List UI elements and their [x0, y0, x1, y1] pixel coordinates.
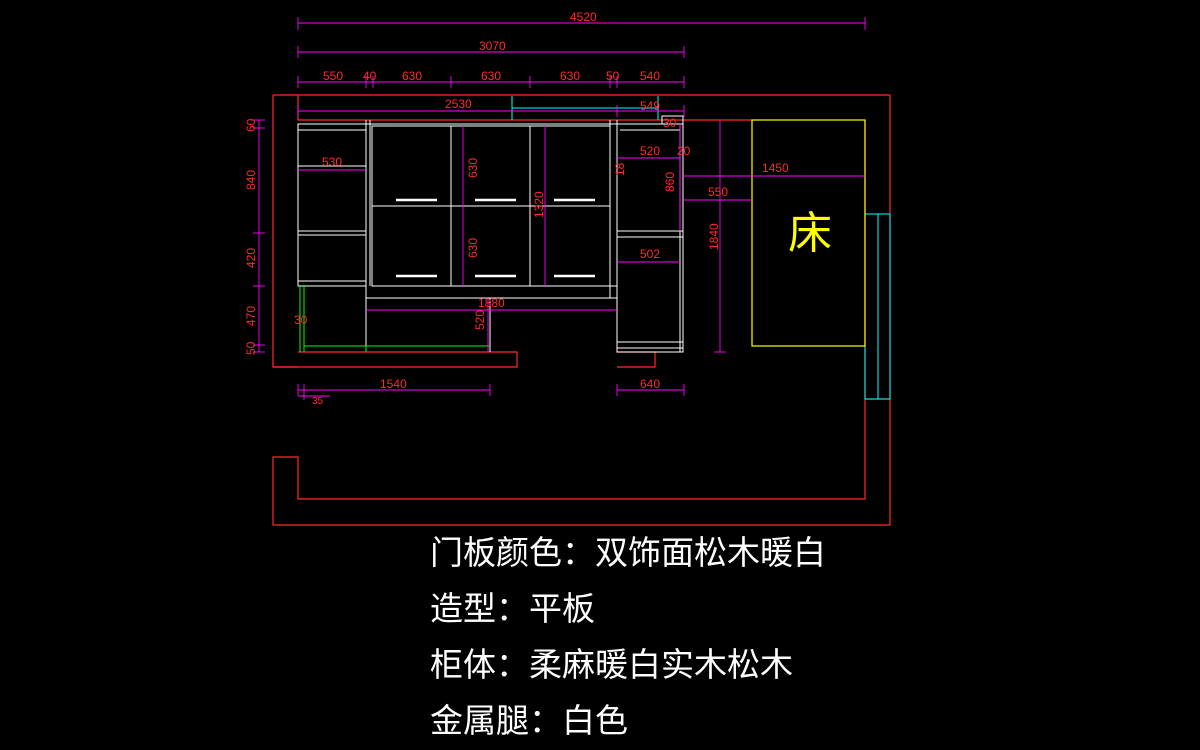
dim-label: 630 [402, 69, 422, 83]
dim-label: 630 [560, 69, 580, 83]
dim-label: 30 [294, 313, 308, 327]
dim-label: 1540 [380, 377, 407, 391]
note-legs: 金属腿：白色 [430, 701, 628, 740]
right-cabinet [616, 123, 684, 353]
wall-ledge-right [617, 351, 656, 368]
dim-label: 520 [473, 310, 487, 330]
note-shape: 造型：平板 [430, 589, 595, 628]
dim-label: 550 [323, 69, 343, 83]
left-shelf-unit [297, 123, 367, 287]
dim-label: 60 [244, 118, 258, 132]
dim-label: 1450 [762, 161, 789, 175]
window [511, 96, 891, 400]
note-door-color: 门板颜色：双饰面松木暖白 [430, 533, 826, 572]
wall-ledge-left [273, 351, 518, 368]
dim-label: 1840 [707, 223, 721, 250]
dim-label: 530 [322, 155, 342, 169]
door-handles [396, 198, 595, 278]
wardrobe-cabinets [297, 115, 684, 353]
dim-label: 502 [640, 247, 660, 261]
bed-outline [751, 119, 866, 347]
note-cabinet: 柜体：柔麻暖白实木松木 [430, 645, 793, 684]
dim-label: 840 [244, 170, 258, 190]
dim-label: 550 [708, 185, 728, 199]
dimension-lines [253, 17, 866, 400]
dim-label: 520 [640, 144, 660, 158]
dim-label: 630 [481, 69, 501, 83]
dimension-labels: 4520 3070 550 40 630 630 630 50 540 2530… [244, 10, 789, 407]
dim-label: 18 [613, 162, 627, 176]
dim-wardrobe-width: 3070 [479, 39, 506, 53]
dim-label: 30 [663, 116, 677, 130]
dim-label: 2530 [445, 97, 472, 111]
dim-label: 630 [466, 158, 480, 178]
bed-label: 床 [788, 208, 832, 259]
dim-label: 50 [244, 341, 258, 355]
dim-label: 640 [640, 377, 660, 391]
dim-label: 1880 [478, 296, 505, 310]
dim-label: 630 [466, 238, 480, 258]
dim-label: 40 [363, 69, 377, 83]
dim-label: 1320 [532, 191, 546, 218]
dim-label: 540 [640, 69, 660, 83]
dim-total-width: 4520 [570, 10, 597, 24]
dim-label: 549 [640, 99, 660, 113]
dim-label: 470 [244, 306, 258, 326]
dim-label: 860 [663, 172, 677, 192]
dim-label: 50 [606, 69, 620, 83]
desk [299, 285, 490, 352]
inner-wall-top [297, 95, 752, 121]
material-notes: 门板颜色：双饰面松木暖白 造型：平板 柜体：柔麻暖白实木松木 金属腿：白色 [430, 525, 826, 749]
dim-label: 20 [677, 144, 691, 158]
dim-label: 35 [312, 396, 324, 407]
dim-label: 420 [244, 248, 258, 268]
